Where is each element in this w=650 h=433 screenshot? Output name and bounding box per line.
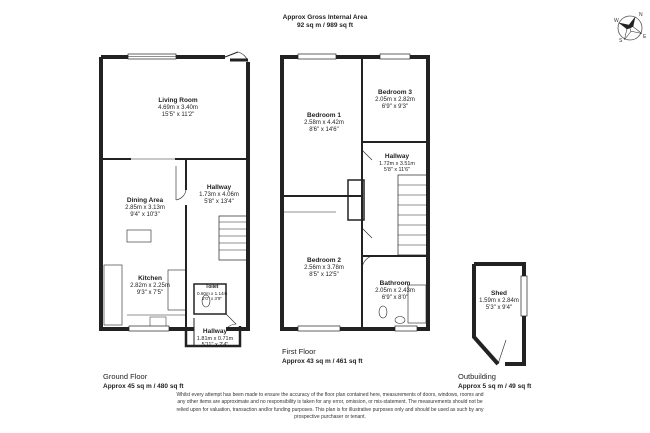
room-imperial: 5'8" x 13'4" [204, 199, 234, 205]
outbuilding-caption: Outbuilding Approx 5 sq m / 49 sq ft [458, 372, 531, 392]
room-metric: 2.56m x 3.78m [304, 264, 344, 271]
outbuilding-plan [472, 262, 528, 366]
room-metric: 0.60m x 1.14m [197, 290, 228, 296]
room-metric: 1.72m x 3.51m [379, 160, 415, 167]
room-hallway-first: Hallway 1.72m x 3.51m 5'8" x 11'6" [368, 153, 426, 174]
disclaimer-line: Whilst every attempt has been made to en… [176, 392, 484, 398]
room-name: Living Room [158, 97, 198, 104]
svg-text:S: S [619, 38, 623, 44]
first-floor-caption: First Floor Approx 43 sq m / 461 sq ft [282, 347, 363, 367]
room-imperial: 6'9" x 9'3" [381, 104, 409, 110]
room-imperial: 2'0" x 3'9" [201, 296, 223, 301]
room-imperial: 8'5" x 12'5" [309, 272, 339, 278]
disclaimer-line: prospective purchaser or tenant. [294, 414, 366, 421]
room-metric: 1.59m x 2.84m [479, 297, 519, 304]
room-imperial: 5'11" x 2'4" [201, 342, 229, 348]
room-name: Bedroom 2 [307, 257, 341, 264]
room-name: Bedroom 1 [307, 112, 341, 119]
room-metric: 1.81m x 0.71m [196, 335, 234, 342]
room-bedroom-1: Bedroom 1 2.58m x 4.42m 8'6" x 14'6" [290, 112, 358, 135]
room-imperial: 15'5" x 11'2" [161, 112, 195, 118]
ground-floor-plan [99, 51, 250, 348]
svg-text:N: N [639, 12, 643, 18]
room-bedroom-2: Bedroom 2 2.56m x 3.78m 8'5" x 12'5" [290, 257, 358, 280]
room-name: Hallway [384, 153, 410, 160]
room-imperial: 8'6" x 14'6" [309, 127, 339, 133]
room-bedroom-3: Bedroom 3 2.05m x 2.82m 6'9" x 9'3" [362, 89, 428, 112]
disclaimer-line: relied upon for valuation, transaction a… [176, 406, 484, 413]
room-metric: 2.05m x 2.82m [375, 96, 415, 103]
room-metric: 2.85m x 3.13m [125, 204, 165, 211]
floor-area: Approx 5 sq m / 49 sq ft [458, 383, 532, 390]
room-name: Toilet [205, 284, 219, 290]
room-name: Hallway [202, 328, 228, 335]
room-metric: 1.73m x 4.06m [199, 191, 239, 198]
room-metric: 2.58m x 4.42m [304, 119, 344, 126]
room-bathroom: Bathroom 2.05m x 2.43m 6'9" x 8'0" [364, 280, 426, 303]
gross-area-value: 92 sq m / 989 sq ft [297, 22, 353, 29]
room-metric: 4.69m x 3.40m [158, 104, 198, 111]
room-name: Bedroom 3 [378, 89, 412, 96]
ground-floor-caption: Ground Floor Approx 45 sq m / 480 sq ft [103, 372, 184, 392]
room-name: Kitchen [138, 275, 162, 282]
room-name: Hallway [206, 184, 232, 191]
svg-text:E: E [643, 34, 647, 40]
room-name: Shed [491, 290, 507, 297]
room-dining-area: Dining Area 2.85m x 3.13m 9'4" x 10'3" [110, 197, 180, 220]
floor-area: Approx 45 sq m / 480 sq ft [103, 383, 184, 390]
disclaimer-line: any other items are approximate and no r… [177, 399, 483, 406]
compass-rose-icon: N E S W [614, 12, 647, 44]
room-toilet: Toilet 0.60m x 1.14m 2'0" x 3'9" [197, 284, 228, 302]
room-kitchen: Kitchen 2.82m x 2.25m 9'3" x 7'5" [116, 275, 184, 298]
room-shed: Shed 1.59m x 2.84m 5'3" x 9'4" [472, 290, 526, 313]
svg-text:W: W [614, 18, 619, 24]
first-floor-plan [280, 53, 430, 332]
room-name: Bathroom [379, 280, 411, 287]
floor-area: Approx 43 sq m / 461 sq ft [282, 358, 363, 365]
room-imperial: 5'3" x 9'4" [485, 305, 513, 311]
room-hallway-ground: Hallway 1.73m x 4.06m 5'8" x 13'4" [190, 184, 248, 207]
floor-name: Ground Floor [103, 372, 148, 381]
room-imperial: 9'3" x 7'5" [136, 290, 164, 296]
room-metric: 2.05m x 2.43m [375, 287, 415, 294]
room-metric: 2.82m x 2.25m [130, 282, 170, 289]
floor-name: First Floor [282, 347, 316, 356]
floor-name: Outbuilding [458, 372, 496, 381]
room-imperial: 9'4" x 10'3" [130, 212, 160, 218]
disclaimer-text: Whilst every attempt has been made to en… [150, 392, 510, 422]
gross-area-title: Approx Gross Internal Area [282, 14, 368, 21]
room-hallway-entry: Hallway 1.81m x 0.71m 5'11" x 2'4" [190, 328, 240, 349]
room-imperial: 6'9" x 8'0" [381, 295, 409, 301]
room-living-room: Living Room 4.69m x 3.40m 15'5" x 11'2" [140, 97, 216, 120]
room-imperial: 5'8" x 11'6" [383, 167, 411, 174]
room-name: Dining Area [126, 197, 164, 204]
